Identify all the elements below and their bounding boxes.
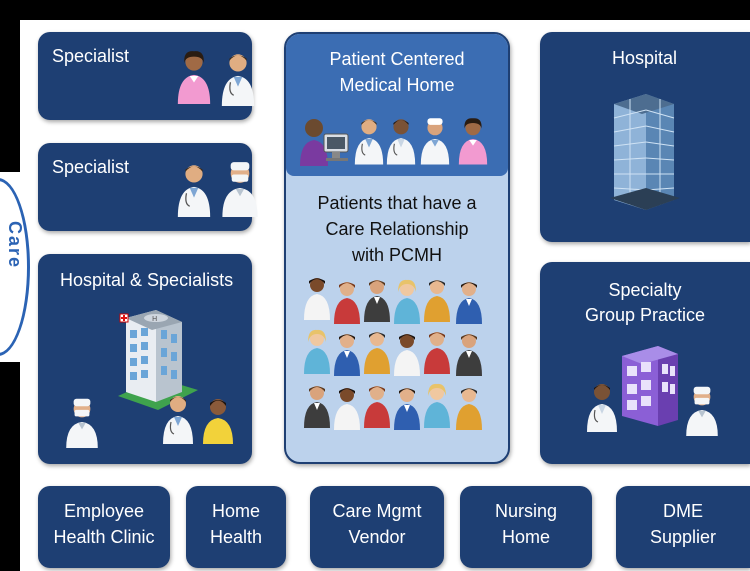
pcmh-title-line-1: Patient Centered xyxy=(329,49,465,69)
nursing-home-box: Nursing Home xyxy=(460,486,592,568)
patient-icon xyxy=(454,278,484,324)
surgeon-icon xyxy=(218,159,262,217)
specialty-group-box: Specialty Group Practice xyxy=(540,262,750,464)
nursing-home-line-2: Home xyxy=(501,527,550,547)
patient-icon xyxy=(302,382,332,428)
receptionist-icon xyxy=(300,119,349,166)
surgeon-icon xyxy=(682,384,722,436)
specialist-2-title: Specialist xyxy=(52,157,130,177)
patient-icon xyxy=(362,276,392,322)
care-mgmt-vendor-label: Care Mgmt Vendor xyxy=(310,498,444,550)
specialty-group-title-line-1: Specialty xyxy=(608,280,682,300)
patients-caption-line-3: with PCMH xyxy=(351,245,442,265)
office-building-icon xyxy=(622,346,678,426)
patient-icon xyxy=(422,382,452,428)
specialist-1-title: Specialist xyxy=(52,46,130,66)
pcmh-column: Patient Centered Medical Home Patients t… xyxy=(284,32,510,464)
doctor-icon xyxy=(174,161,214,217)
top-black-band xyxy=(0,0,750,20)
home-health-box: Home Health xyxy=(186,486,286,568)
patients-caption-line-2: Care Relationship xyxy=(325,219,469,239)
employee-health-clinic-box: Employee Health Clinic xyxy=(38,486,170,568)
patient-icon xyxy=(362,382,392,428)
specialist-box-1: Specialist xyxy=(38,32,252,120)
patient-icon xyxy=(392,330,422,376)
dme-supplier-line-2: Supplier xyxy=(649,527,717,547)
patient-icon xyxy=(332,384,362,430)
hospital-title: Hospital xyxy=(612,48,678,68)
svg-text:H: H xyxy=(152,315,157,323)
employee-health-clinic-line-2: Health Clinic xyxy=(53,527,155,547)
hospital-building-icon: H xyxy=(118,310,198,410)
patients-caption-line-1: Patients that have a xyxy=(317,193,477,213)
left-black-band-bottom xyxy=(0,362,20,571)
patient-icon xyxy=(392,384,422,430)
patient-icon xyxy=(332,278,362,324)
home-health-label: Home Health xyxy=(186,498,286,550)
employee-health-clinic-line-1: Employee xyxy=(63,501,145,521)
doctor-icon xyxy=(584,380,620,432)
dme-supplier-line-1: DME xyxy=(663,501,703,521)
patient-icon xyxy=(200,394,236,444)
patient-icon xyxy=(422,328,452,374)
hospital-specialists-box: Hospital & Specialists H xyxy=(38,254,252,464)
pcmh-title: Patient Centered Medical Home xyxy=(286,46,508,98)
doctor-icon xyxy=(352,114,386,166)
home-health-line-1: Home xyxy=(211,501,260,521)
patients-caption: Patients that have a Care Relationship w… xyxy=(286,190,508,268)
hospital-building-icon xyxy=(610,94,680,210)
specialty-group-title-line-2: Group Practice xyxy=(584,305,706,325)
patient-icon xyxy=(362,328,392,374)
pcmh-header: Patient Centered Medical Home xyxy=(286,34,508,176)
hospital-box: Hospital xyxy=(540,32,750,242)
doctor-icon xyxy=(160,392,196,444)
care-mgmt-vendor-line-1: Care Mgmt xyxy=(332,501,422,521)
employee-health-clinic-label: Employee Health Clinic xyxy=(38,498,170,550)
pcmh-title-line-2: Medical Home xyxy=(339,75,455,95)
patient-icon xyxy=(454,330,484,376)
specialty-group-title: Specialty Group Practice xyxy=(540,278,750,328)
nurse-icon xyxy=(418,114,452,166)
care-mgmt-vendor-line-2: Vendor xyxy=(348,527,406,547)
dme-supplier-label: DME Supplier xyxy=(616,498,750,550)
left-black-band-top xyxy=(0,0,20,172)
specialist-box-2: Specialist xyxy=(38,143,252,231)
hospital-specialists-title: Hospital & Specialists xyxy=(60,270,234,290)
dme-supplier-box: DME Supplier xyxy=(616,486,750,568)
logo-fragment-text: Care xyxy=(5,221,25,270)
partial-logo-seal: Care xyxy=(0,178,30,356)
nursing-home-line-1: Nursing xyxy=(494,501,558,521)
care-mgmt-vendor-box: Care Mgmt Vendor xyxy=(310,486,444,568)
patient-icon xyxy=(422,276,452,322)
nursing-home-label: Nursing Home xyxy=(460,498,592,550)
patient-icon xyxy=(302,274,332,320)
patient-icon xyxy=(332,330,362,376)
nurse-icon xyxy=(174,48,214,104)
home-health-line-2: Health xyxy=(209,527,263,547)
patient-icon xyxy=(454,384,484,430)
patient-icon xyxy=(302,328,332,374)
nurse-icon xyxy=(456,114,490,166)
surgeon-icon xyxy=(62,396,102,448)
patient-icon xyxy=(392,278,422,324)
doctor-icon xyxy=(384,114,418,166)
doctor-icon xyxy=(218,50,258,106)
